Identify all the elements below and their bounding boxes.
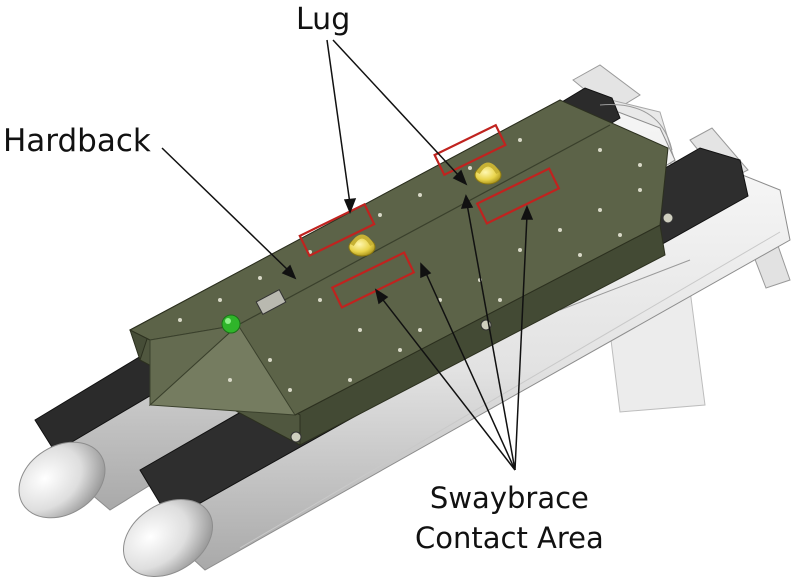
hardback-body: [128, 99, 674, 446]
rear-lug-area-outline: [433, 123, 507, 177]
green-indicator-light: [221, 314, 241, 334]
front-swaybrace-outline: [330, 251, 416, 309]
front-lug: [348, 234, 376, 257]
swaybrace-contact-area-label: Swaybrace Contact Area: [415, 478, 604, 558]
swaybrace-label-line1: Swaybrace: [429, 481, 589, 515]
hardback-label: Hardback: [3, 123, 151, 159]
front-lug-area-outline: [298, 202, 376, 258]
contact-area-outlines: [298, 123, 561, 309]
rear-lug: [474, 162, 502, 185]
lug-label: Lug: [296, 2, 351, 37]
leader-lines: [161, 39, 534, 471]
lugs: [348, 162, 502, 257]
swaybrace-label-line2: Contact Area: [415, 521, 604, 555]
rear-swaybrace-outline: [475, 167, 561, 225]
